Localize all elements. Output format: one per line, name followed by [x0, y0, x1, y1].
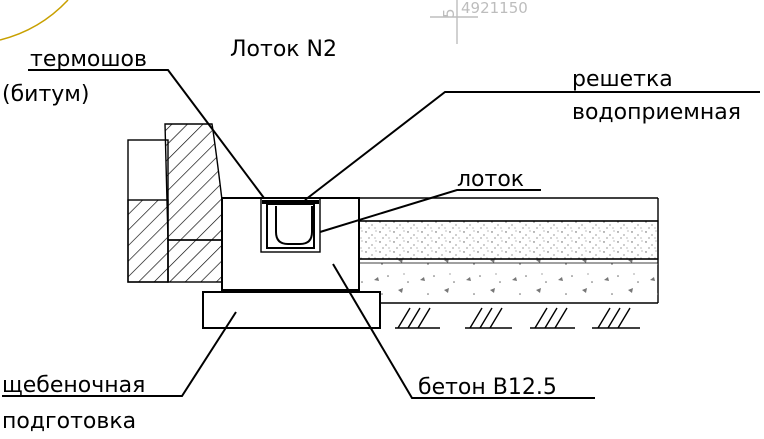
drain-tray — [260, 197, 321, 253]
label-grate-line2: водоприемная — [572, 100, 741, 125]
ground-hatch — [395, 307, 640, 329]
label-gravel-line1: щебеночная — [2, 373, 145, 398]
label-tray: лоток — [457, 167, 524, 192]
label-thermal-seam: термошов — [30, 47, 147, 72]
corner-prefix: 5 — [440, 8, 458, 18]
curb — [127, 123, 223, 283]
label-bitumen: (битум) — [2, 82, 89, 107]
label-concrete: бетон В12.5 — [418, 375, 557, 400]
drawing-title: Лоток N2 — [230, 37, 337, 62]
gravel-bedding — [202, 291, 381, 329]
corner-stamp: 5 4921150 — [430, 0, 528, 44]
leader-lines — [2, 69, 760, 399]
label-grate-line1: решетка — [572, 67, 673, 92]
label-gravel-line2: подготовка — [2, 409, 136, 434]
accent-curve — [0, 0, 69, 41]
road-layers — [358, 197, 659, 304]
corner-number: 4921150 — [461, 0, 528, 17]
